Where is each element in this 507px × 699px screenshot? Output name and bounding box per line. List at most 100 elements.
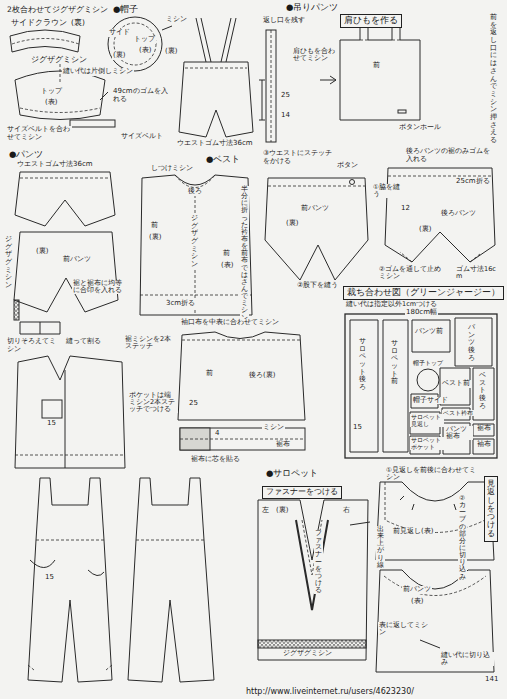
annotation-label: 表に返してミシン — [378, 622, 435, 636]
annotation-label: 12 — [400, 205, 411, 213]
annotation-label: (裏) — [418, 226, 432, 234]
annotation-label: 前 — [222, 250, 231, 258]
annotation-label: パンツ前 — [414, 328, 444, 336]
annotation-label: 左 — [261, 507, 270, 515]
annotation-label: ファスナーをつける — [314, 530, 323, 594]
heading-text: 見返しをつける — [487, 480, 495, 538]
heading-box: 肩ひもを作る — [340, 14, 402, 28]
annotation-label: ●帽子 — [112, 5, 139, 14]
annotation-label: (裏) — [70, 19, 86, 27]
annotation-label: トップ — [40, 88, 63, 96]
annotation-label: 右 — [342, 507, 351, 515]
annotation-label: ②股下を縫う — [296, 282, 339, 290]
annotation-label: 袖布 — [476, 441, 492, 449]
annotation-label: 裾と裾布に均等に合印を入れる — [72, 280, 124, 294]
annotation-label: 裾布に芯を貼る — [190, 456, 241, 463]
annotation-label: サイズベルト — [120, 133, 164, 141]
annotation-label: 180cm幅 — [405, 309, 438, 317]
annotation-label: (裏) — [285, 220, 299, 228]
annotation-label: 後ろパンツ — [440, 210, 477, 218]
annotation-label: トップ — [133, 36, 156, 44]
annotation-label: ジグザグミシン — [30, 56, 88, 64]
annotation-label: サイズベルトを合わせてミシン — [6, 126, 72, 141]
annotation-label: ベスト前 — [441, 380, 471, 388]
annotation-label: ウエストゴム寸法36cm — [176, 140, 254, 148]
annotation-label: 前パンツ — [402, 586, 432, 594]
annotation-label: 返し口を残す — [262, 17, 306, 24]
annotation-label: (表) — [410, 598, 424, 606]
annotation-label: (裏) — [164, 48, 178, 56]
annotation-label: 後ろ — [187, 188, 203, 196]
annotation-label: ●パンツ — [8, 150, 44, 159]
annotation-label: (表) — [138, 47, 152, 55]
annotation-label: 25cm折る — [455, 178, 491, 186]
annotation-label: サイド — [108, 29, 131, 37]
annotation-label: 25 — [280, 92, 291, 100]
annotation-label: ポケットは端ミシン2本ステッチでつける — [128, 392, 178, 413]
annotation-label: ①見返しを前後に合わせてミシン — [385, 467, 479, 481]
annotation-label: 出来上がり線 — [376, 526, 385, 569]
annotation-label: 後ろパンツの裾のみゴムを入れる — [405, 148, 497, 163]
annotation-label: パンツ後ろ — [467, 324, 476, 362]
annotation-label: 縫い代に切り込み — [440, 652, 494, 666]
annotation-label: ●吊りパンツ — [285, 3, 339, 12]
heading-box: ファスナーをつける — [262, 486, 342, 499]
annotation-label: 前 — [150, 222, 159, 230]
annotation-label: 縫い代は指定以外1cmつける — [345, 301, 438, 308]
annotation-label: ジグザグミシン — [282, 650, 333, 658]
annotation-label: サロペット後ろ — [358, 338, 367, 392]
annotation-label: ベスト後ろ — [478, 372, 487, 410]
annotation-label: 4 — [214, 430, 220, 438]
annotation-label: ジグザグミシン — [190, 215, 199, 269]
annotation-label: しつけミシン — [150, 165, 194, 173]
annotation-label: ②カーブの部分に切り込み — [458, 495, 467, 581]
annotation-label: 帽子サイド — [412, 397, 449, 404]
annotation-label: ミシン — [165, 16, 188, 24]
annotation-label: ジグザグミシン — [4, 236, 13, 290]
annotation-label: 裾布 — [476, 425, 492, 433]
annotation-label: (裏) — [275, 507, 289, 515]
annotation-label: (表) — [220, 262, 234, 270]
annotation-label: 3cm折る — [165, 300, 196, 308]
annotation-label: http://www.liveinternet.ru/users/4623230… — [245, 688, 415, 697]
annotation-label: サイドクラウン — [10, 19, 68, 27]
annotation-label: 2枚合わせてジグザグミシン — [6, 6, 109, 14]
annotation-label: ●サロペット — [265, 469, 319, 478]
annotation-label: サロペット見返し — [410, 414, 444, 427]
annotation-label: 帽子トップ — [412, 360, 444, 367]
annotation-label: 14 — [280, 112, 291, 120]
annotation-label: ①脇を縫う — [372, 184, 402, 198]
annotation-label: 141 — [484, 676, 499, 684]
annotation-label: 15 — [352, 424, 363, 432]
annotation-label: 縫って割る — [65, 338, 102, 346]
heading-text: 裁ち合わせ図（グリーンジャージー） — [347, 287, 500, 297]
annotation-label: ウエストゴム寸法36cm — [16, 161, 94, 169]
annotation-label: 前 — [372, 62, 381, 70]
annotation-label: ゴム寸法16cm — [455, 266, 502, 280]
annotation-label: ボタンホール — [398, 124, 442, 132]
annotation-label: ミシン — [262, 424, 285, 432]
annotation-label: 25 — [188, 400, 199, 408]
annotation-label: ボタン — [336, 162, 359, 170]
annotation-label: 前パンツ — [62, 256, 92, 264]
annotation-label: ③ウエストにステッチをかける — [262, 150, 339, 165]
annotation-label: 前 — [205, 370, 214, 378]
annotation-label: ベスト衿布 — [442, 410, 474, 416]
annotation-label: (裏) — [112, 52, 126, 60]
annotation-label: 前見返し(表) — [392, 528, 434, 536]
heading-box: 裁ち合わせ図（グリーンジャージー） — [343, 286, 504, 300]
annotation-label: (表) — [44, 99, 58, 107]
annotation-label: 15 — [44, 574, 55, 582]
annotation-label: 裾布 — [275, 441, 291, 449]
annotation-label: 後ろ(裏) — [248, 372, 276, 380]
annotation-label: 肩ひもを合わせてミシン — [292, 48, 336, 62]
heading-box: 見返しをつける — [484, 476, 498, 542]
annotation-label: 袖口布を中表に合わせてミシン — [180, 319, 297, 326]
annotation-label: 半分に折った衿布を前布ではさんでミシン — [240, 186, 249, 322]
annotation-label: (裏) — [35, 248, 49, 256]
annotation-label: サロペット前 — [390, 340, 399, 386]
annotation-label: (裏) — [148, 234, 162, 242]
annotation-label: ②ゴムを通して止めミシン — [378, 266, 448, 280]
heading-text: ファスナーをつける — [266, 487, 338, 496]
annotation-label: 裾ミシンを2本ステッチ — [124, 336, 174, 350]
